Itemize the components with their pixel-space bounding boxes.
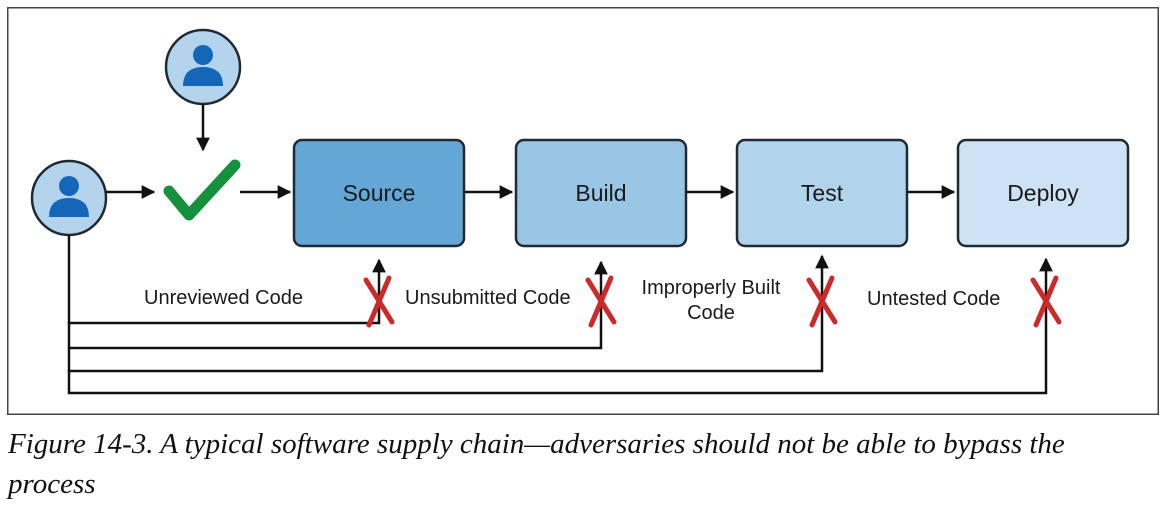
figure-caption: Figure 14-3. A typical software supply c… (8, 428, 1065, 500)
label-unsubmitted-code: Unsubmitted Code (405, 287, 571, 309)
label-improperly-built-line1: Improperly Built (642, 277, 781, 299)
bypass-path-test (67, 254, 829, 373)
reviewer-person-icon (164, 28, 242, 106)
stage-test-box (735, 138, 909, 248)
checkmark-icon (163, 159, 241, 221)
x-icon (363, 275, 395, 328)
label-unreviewed-code: Unreviewed Code (144, 287, 303, 309)
developer-person-icon (30, 159, 108, 237)
x-icon (585, 275, 617, 328)
label-untested-code: Untested Code (867, 288, 1000, 310)
x-icon (806, 275, 838, 328)
stage-deploy-box (956, 138, 1130, 248)
diagram-frame: Source Build Test Deploy Unreviewed Code… (7, 7, 1159, 415)
stage-test: Test (735, 138, 909, 248)
stage-deploy-label: Deploy (1007, 180, 1079, 206)
stage-test-label: Test (801, 180, 844, 206)
label-improperly-built-line2: Code (687, 302, 735, 324)
stage-source: Source (292, 138, 466, 248)
stage-source-box (292, 138, 466, 248)
stage-build-box (514, 138, 688, 248)
bypass-path-source (67, 235, 386, 325)
stage-build-label: Build (575, 180, 626, 206)
stage-deploy: Deploy (956, 138, 1130, 248)
bypass-path-deploy (67, 257, 1053, 395)
stage-source-label: Source (343, 180, 416, 206)
stage-build: Build (514, 138, 688, 248)
x-icon (1030, 275, 1062, 328)
frame-border (7, 7, 1159, 415)
